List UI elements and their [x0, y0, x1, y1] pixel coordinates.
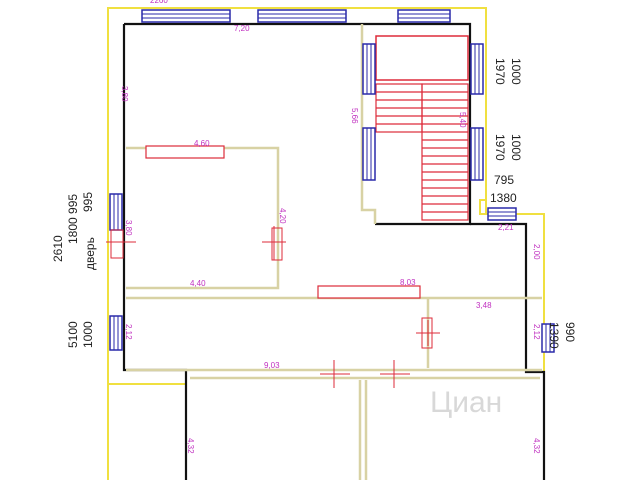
label-w2-b: 1970	[493, 134, 507, 161]
window	[487, 207, 517, 221]
label-w1-a: 1000	[509, 58, 523, 85]
staircase	[375, 35, 469, 221]
dim-bottom-left: 4,32	[186, 438, 195, 454]
dim-stair-right: 5,40	[458, 112, 467, 128]
dim-room-width: 4,60	[194, 139, 210, 148]
yellow-step-wall	[479, 199, 486, 215]
label-left-a: 995	[81, 192, 95, 212]
dim-bottom-width: 9,03	[264, 361, 280, 370]
window	[257, 9, 347, 23]
watermark: Циан	[430, 386, 502, 419]
dim-room-bottom: 4,40	[190, 279, 206, 288]
label-w1-b: 1970	[493, 58, 507, 85]
label-right-a: 990	[563, 322, 577, 342]
yellow-bottom-wall	[108, 383, 187, 480]
dim-left-upper: 3,80	[120, 86, 129, 102]
dim-right-upper: 2,00	[532, 244, 541, 260]
openings	[106, 145, 440, 388]
dim-right-mid: 2,12	[532, 324, 541, 340]
yellow-outer-wall	[107, 7, 545, 480]
label-mid-b: 5100	[66, 321, 80, 348]
dim-step-width: 2,21	[498, 223, 514, 232]
window	[470, 43, 484, 95]
dim-right-room: 3,48	[476, 301, 492, 310]
windows	[109, 9, 555, 353]
dim-room-left: 3,80	[124, 220, 133, 236]
outer-wall-left	[122, 24, 188, 480]
dim-corridor: 8,03	[400, 278, 416, 287]
dim-stair-mid: 5,66	[350, 108, 359, 124]
window	[541, 323, 555, 353]
dim-bottom-right: 4,32	[532, 438, 541, 454]
dim-top-width: 7,20	[234, 24, 250, 33]
label-mid-a: 1000	[81, 321, 95, 348]
window	[109, 193, 123, 231]
dim-top-cut: 2260	[150, 0, 168, 5]
window	[141, 9, 231, 23]
window	[362, 127, 376, 181]
window	[362, 43, 376, 95]
label-left-d: 2610	[51, 235, 65, 262]
dim-left-mid: 2,12	[124, 324, 133, 340]
label-right-b: 1390	[547, 322, 561, 349]
label-w2-a: 1000	[509, 134, 523, 161]
window	[109, 315, 123, 351]
window	[397, 9, 451, 23]
label-w3: 1380	[490, 191, 517, 205]
window	[470, 127, 484, 181]
dim-room-right: 4,20	[278, 208, 287, 224]
label-w2-c: 795	[494, 173, 514, 187]
outer-wall	[124, 22, 472, 226]
outer-wall-right	[470, 222, 546, 480]
label-left-c: дверь	[83, 237, 97, 270]
label-left-b: 1800 995	[66, 194, 80, 244]
